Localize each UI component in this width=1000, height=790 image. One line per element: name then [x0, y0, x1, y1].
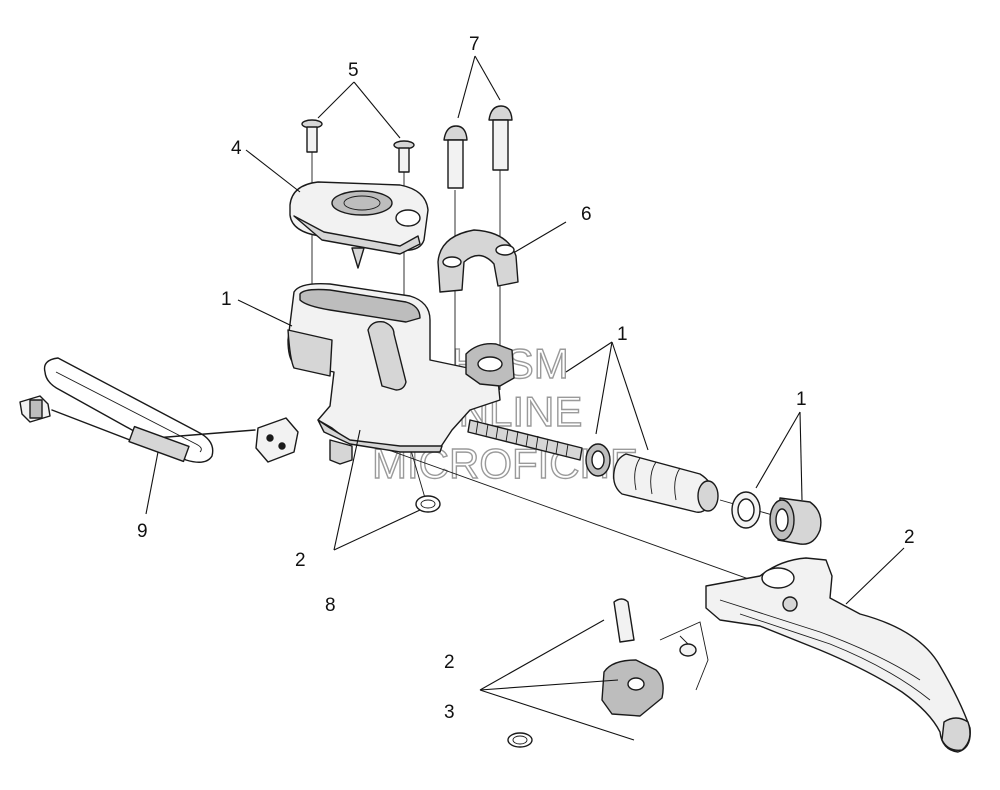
brake-lever-part-2 [705, 547, 971, 753]
callout-7: 7 [469, 34, 480, 55]
callout-1-reservoir: 1 [221, 289, 232, 310]
clamp-bolt-part-7 [443, 55, 513, 189]
circlip-part-8 [333, 429, 441, 551]
brake-switch-part-9 [19, 357, 299, 515]
callout-2-left: 2 [295, 550, 306, 571]
seal-kit-part-1 [731, 411, 822, 545]
piston-assembly-part-1 [467, 341, 719, 513]
callout-5: 5 [348, 60, 359, 81]
callout-1-seals: 1 [796, 389, 807, 410]
reservoir-cover-part-4 [245, 149, 429, 269]
pivot-pin-and-bracket-part-2-3 [479, 598, 709, 748]
cover-screw-part-5 [301, 81, 415, 173]
callout-1-piston: 1 [617, 324, 628, 345]
master-cylinder-body-part-1 [237, 282, 515, 465]
handlebar-clamp-part-6 [437, 221, 567, 293]
callout-3: 3 [444, 702, 455, 723]
callouts: 5 7 4 6 1 1 1 9 2 2 8 2 3 [137, 34, 915, 723]
callout-6: 6 [581, 204, 592, 225]
callout-9: 9 [137, 521, 148, 542]
callout-4: 4 [231, 138, 242, 159]
callout-8: 8 [325, 595, 336, 616]
callout-2-right: 2 [904, 527, 915, 548]
callout-2-bottom: 2 [444, 652, 455, 673]
